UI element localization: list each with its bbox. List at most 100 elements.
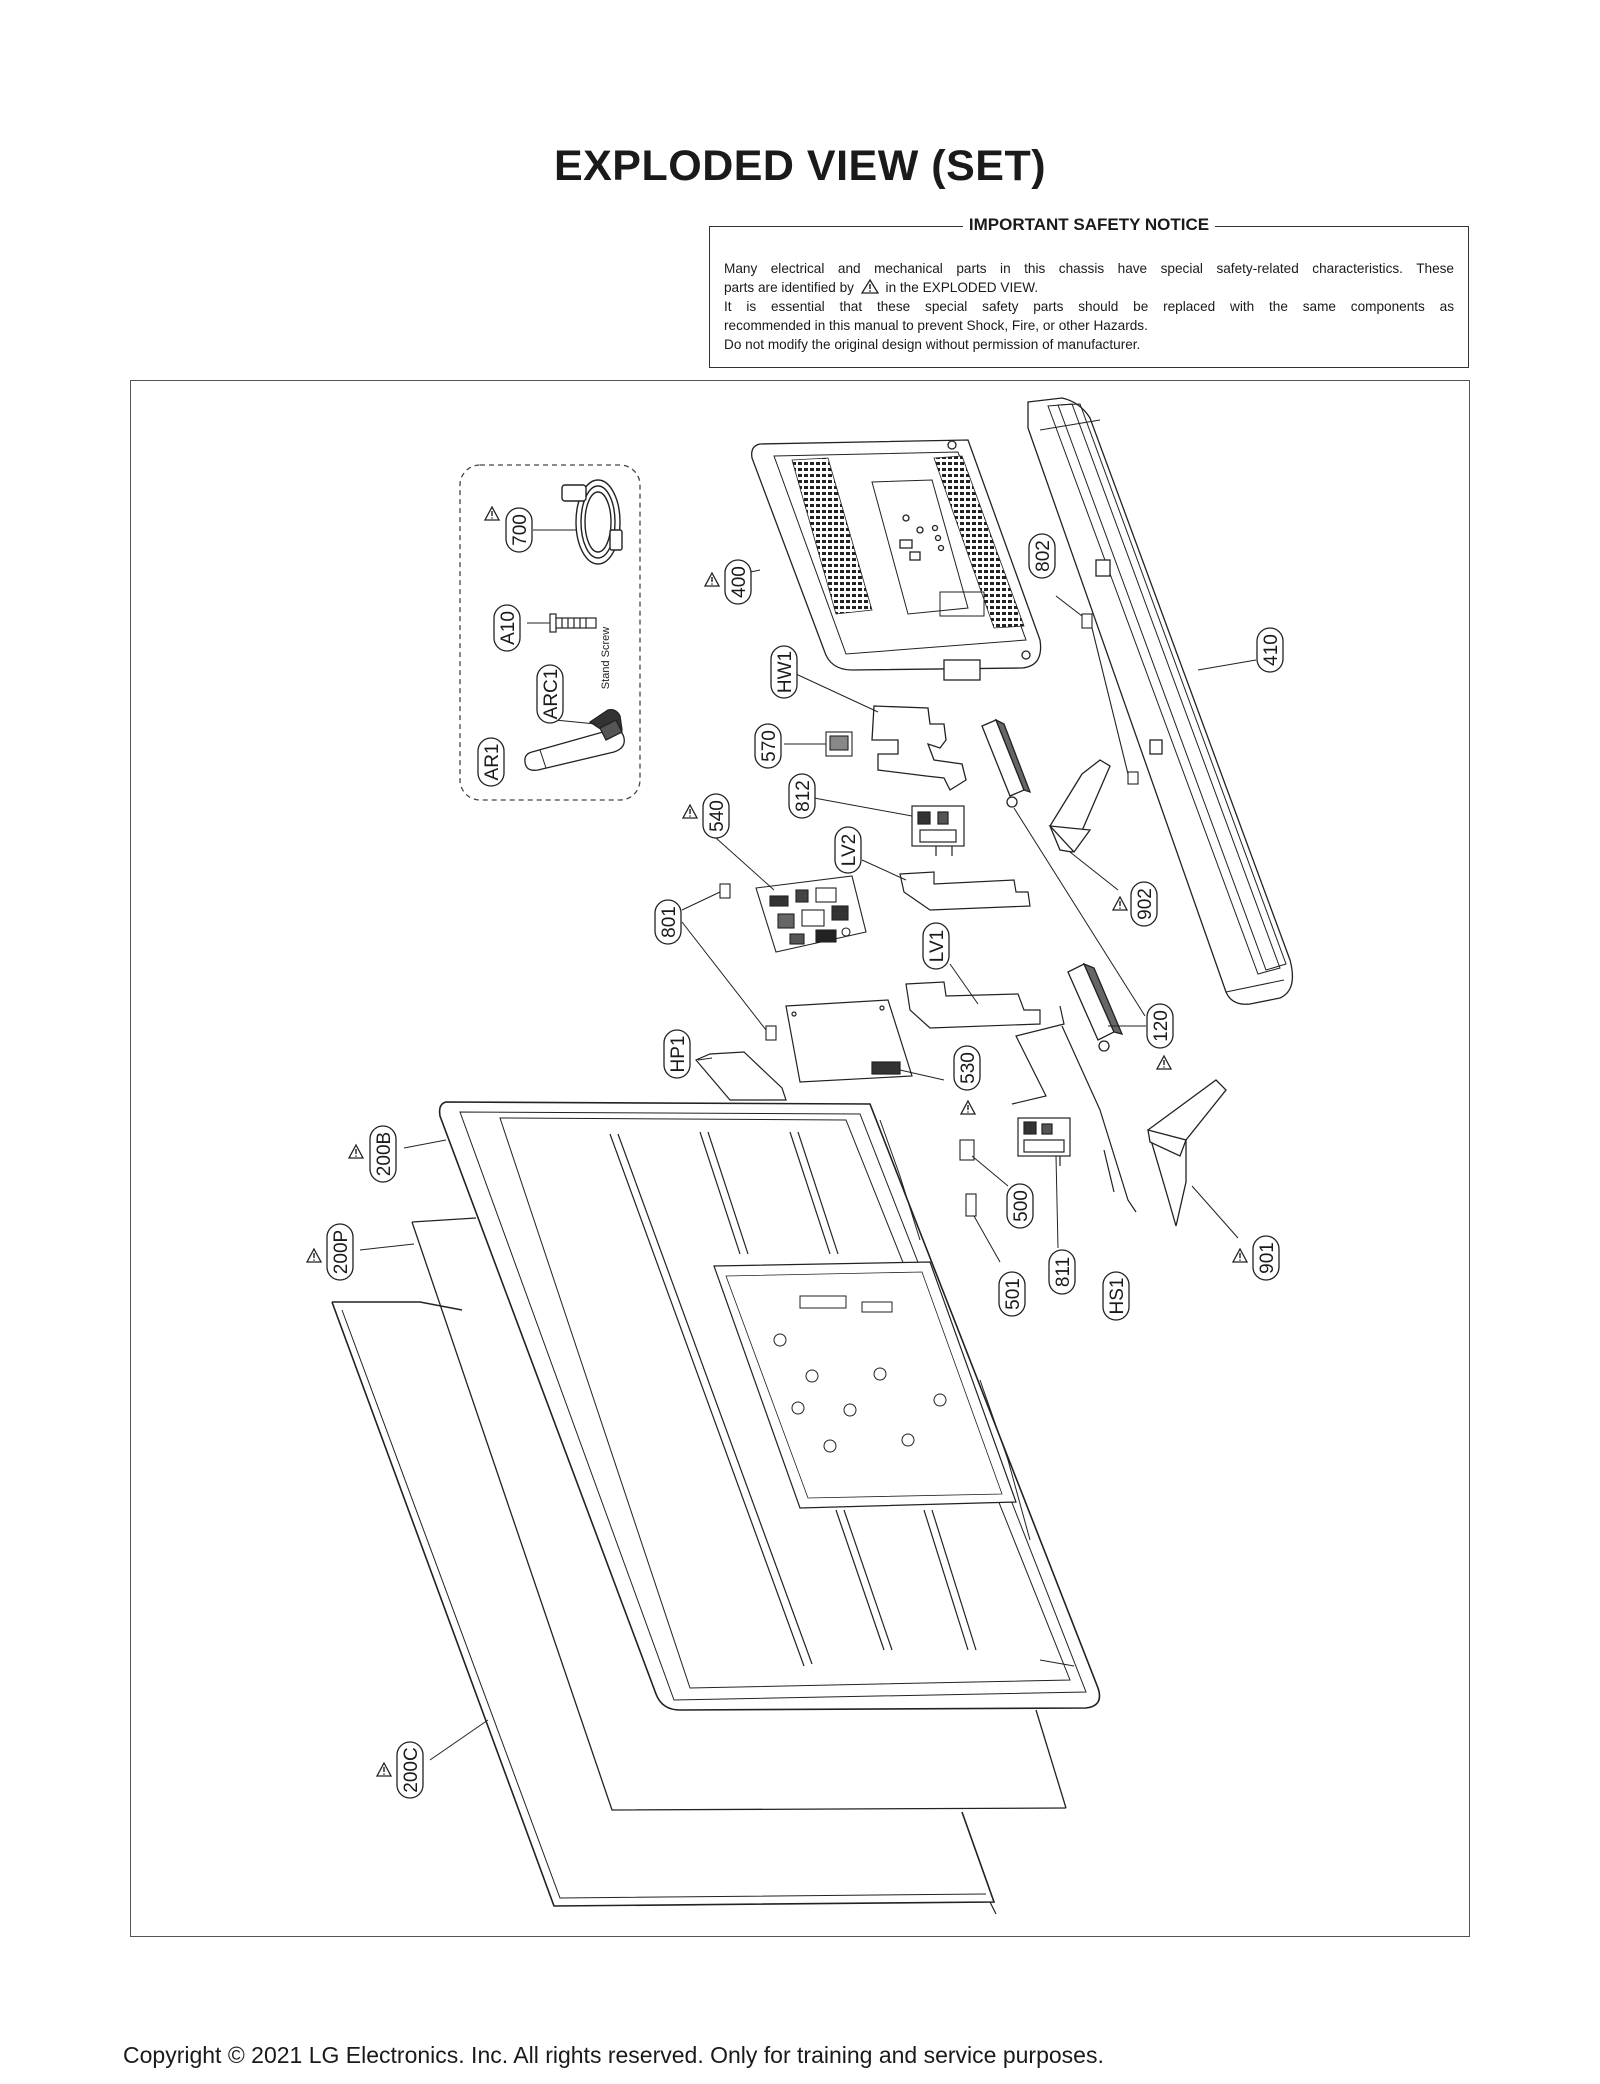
main-board-part — [715, 837, 867, 953]
label-AR1: AR1 — [477, 737, 505, 787]
label-ARC1: ARC1 — [536, 664, 564, 724]
module-812-part — [813, 797, 965, 856]
label-410: 410 — [1256, 627, 1284, 673]
label-901: 901 — [1252, 1235, 1280, 1281]
label-LV1: LV1 — [922, 922, 950, 970]
warning-triangle-icon — [682, 804, 698, 819]
notice-line-4: recommended in this manual to prevent Sh… — [724, 318, 1148, 333]
stand-leg-902-part — [1048, 759, 1119, 891]
part-labels: 700 A10 ARC1 AR1 400 802 410 HW1 570 812 — [326, 507, 1284, 1799]
label-802: 802 — [1028, 533, 1056, 579]
svg-text:700: 700 — [510, 514, 531, 546]
svg-text:802: 802 — [1033, 540, 1054, 572]
warning-triangle-icon — [704, 572, 720, 587]
label-200C: 200C — [396, 1741, 424, 1799]
label-400: 400 — [724, 559, 752, 605]
remote-control-part — [524, 708, 625, 771]
label-200B: 200B — [369, 1125, 397, 1183]
cable-lv2-part — [899, 871, 1031, 911]
notice-line-5: Do not modify the original design withou… — [724, 337, 1141, 352]
safety-notice-text: Many electrical and mechanical parts in … — [724, 259, 1454, 354]
svg-text:200P: 200P — [331, 1230, 352, 1274]
svg-text:570: 570 — [759, 730, 780, 762]
connector-801-part — [681, 883, 777, 1041]
notice-line-2: parts are identified by in the EXPLODED … — [724, 278, 1039, 295]
svg-text:410: 410 — [1261, 634, 1282, 666]
svg-text:501: 501 — [1003, 1278, 1024, 1310]
accessory-group: Stand Screw — [459, 464, 641, 801]
warning-triangle-icon — [1232, 1248, 1248, 1263]
optical-sheet-part — [359, 1217, 1067, 1811]
copyright-text: Copyright © 2021 LG Electronics. Inc. Al… — [123, 2042, 704, 2068]
label-120: 120 — [1146, 1003, 1174, 1049]
svg-text:200C: 200C — [401, 1747, 422, 1792]
label-LV2: LV2 — [834, 826, 862, 874]
cable-lv1-part — [905, 981, 1041, 1029]
part-500-501 — [959, 1139, 1009, 1263]
warning-triangle-icon — [1112, 896, 1128, 911]
warning-triangle-icon — [860, 278, 879, 294]
label-700: 700 — [505, 507, 533, 553]
label-540: 540 — [702, 793, 730, 839]
label-200P: 200P — [326, 1223, 354, 1281]
svg-text:AR1: AR1 — [482, 744, 503, 781]
power-board-part — [785, 999, 945, 1083]
wire-hw1-part — [871, 705, 967, 791]
svg-text:LV2: LV2 — [839, 834, 860, 866]
warning-triangle-icon — [306, 1248, 322, 1263]
warning-triangle-icon — [960, 1100, 976, 1115]
footer: Copyright © 2021 LG Electronics. Inc. Al… — [123, 2042, 1104, 2069]
svg-text:812: 812 — [793, 780, 814, 812]
svg-text:200B: 200B — [374, 1132, 395, 1176]
warning-triangle-icon — [484, 506, 500, 521]
notice-line-1: Many electrical and mechanical parts in … — [724, 261, 1454, 276]
label-500: 500 — [1006, 1183, 1034, 1229]
label-811: 811 — [1048, 1249, 1076, 1295]
stand-screw-note: Stand Screw — [600, 627, 612, 689]
svg-text:A10: A10 — [498, 611, 519, 645]
label-HP1: HP1 — [663, 1029, 691, 1079]
svg-text:HS1: HS1 — [1107, 1278, 1128, 1315]
module-811-part — [1017, 1117, 1071, 1249]
display-panel-part — [331, 1301, 997, 1915]
svg-text:400: 400 — [729, 566, 750, 598]
svg-text:801: 801 — [659, 906, 680, 938]
svg-text:540: 540 — [707, 800, 728, 832]
label-812: 812 — [788, 773, 816, 819]
warning-triangle-icon — [348, 1144, 364, 1159]
svg-text:811: 811 — [1053, 1257, 1074, 1287]
label-HS1: HS1 — [1102, 1271, 1130, 1321]
page-title: EXPLODED VIEW (SET) — [553, 142, 1047, 190]
label-530: 530 — [953, 1045, 981, 1091]
notice-line-3: It is essential that these special safet… — [724, 299, 1454, 314]
label-902: 902 — [1130, 881, 1158, 927]
power-cord-part — [533, 479, 623, 565]
label-801: 801 — [654, 899, 682, 945]
svg-text:HW1: HW1 — [775, 651, 796, 693]
purpose-text: Only for training and service purposes. — [703, 2042, 1104, 2068]
svg-text:530: 530 — [958, 1052, 979, 1084]
warning-triangle-icon — [376, 1762, 392, 1777]
svg-text:902: 902 — [1135, 888, 1156, 920]
label-A10: A10 — [493, 604, 521, 652]
stand-base-part — [1027, 397, 1294, 1005]
rear-chassis-part — [403, 1101, 1101, 1711]
stand-leg-901-part — [1147, 1079, 1239, 1239]
speaker-part — [981, 718, 1146, 1017]
cable-hp1-part — [695, 1051, 787, 1101]
svg-text:ARC1: ARC1 — [541, 669, 562, 720]
cable-hs1-part — [1011, 1005, 1137, 1213]
connector-802-part — [1055, 595, 1139, 785]
svg-text:120: 120 — [1151, 1010, 1172, 1042]
label-501: 501 — [998, 1271, 1026, 1317]
label-570: 570 — [754, 723, 782, 769]
safety-notice-heading: IMPORTANT SAFETY NOTICE — [710, 215, 1468, 235]
safety-notice-box: IMPORTANT SAFETY NOTICE Many electrical … — [709, 215, 1469, 368]
label-HW1: HW1 — [770, 645, 798, 699]
svg-text:LV1: LV1 — [927, 930, 948, 962]
back-cover-part — [735, 439, 1042, 681]
speaker-part-bottom — [1067, 962, 1146, 1052]
warning-triangle-icon — [1156, 1055, 1172, 1070]
part-570 — [784, 731, 853, 757]
